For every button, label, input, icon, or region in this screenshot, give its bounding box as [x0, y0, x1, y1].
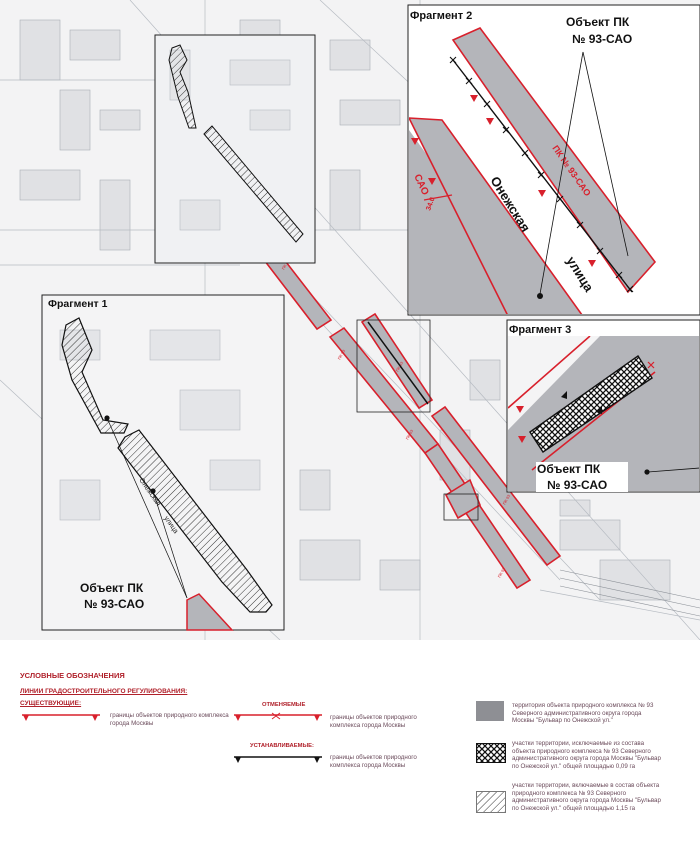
legend-cancelled-desc: границы объектов природного комплекса го…	[330, 714, 417, 729]
legend-established-label: УСТАНАВЛИВАЕМЫЕ:	[250, 743, 314, 749]
legend-grey-desc: территория объекта природного комплекса …	[512, 702, 654, 725]
legend-cancelled-label: ОТМЕНЯЕМЫЕ	[262, 702, 306, 708]
legend-title: УСЛОВНЫЕ ОБОЗНАЧЕНИЯ	[20, 671, 125, 680]
legend-subtitle: ЛИНИИ ГРАДОСТРОИТЕЛЬНОГО РЕГУЛИРОВАНИЯ:	[20, 688, 188, 695]
established-boundary-swatch	[234, 756, 322, 763]
fragment-2-inset: 34.0 САО ПК № 93-САО Онежская улица Фраг…	[407, 4, 700, 316]
svg-text:ПК 93: ПК 93	[497, 566, 507, 578]
legend-established-desc: границы объектов природного комплекса го…	[330, 754, 417, 769]
fragment-2-object-label-2: № 93-САО	[572, 32, 632, 46]
fragment-1-object-label-2: № 93-САО	[84, 597, 144, 611]
fragment-3-object-label-1: Объект ПК	[537, 462, 601, 476]
svg-text:ПК 93: ПК 93	[337, 348, 347, 360]
fragment-1-title: Фрагмент 1	[48, 298, 108, 310]
svg-text:ПК 93: ПК 93	[405, 428, 415, 440]
legend-existing-label: СУЩЕСТВУЮЩИЕ:	[20, 700, 82, 707]
inset-top-left	[154, 34, 316, 264]
existing-boundary-swatch	[22, 714, 100, 721]
fragment-3-object-label-2: № 93-САО	[547, 478, 607, 492]
legend-included-desc: участки территории, включаемые в состав …	[512, 782, 661, 812]
park-territory-swatch	[476, 701, 504, 721]
legend-existing-desc: границы объектов природного комплекса го…	[110, 712, 229, 727]
fragment-1-object-label-1: Объект ПК	[80, 581, 144, 595]
excluded-area-swatch	[476, 743, 506, 763]
included-area-swatch	[476, 791, 506, 813]
fragment-1-inset: Онежская улица Фрагмент 1 Объект ПК № 93…	[41, 294, 285, 631]
svg-text:ПК 93: ПК 93	[502, 493, 512, 505]
fragment-3-title: Фрагмент 3	[509, 324, 571, 336]
fragment-2-object-label-1: Объект ПК	[566, 15, 630, 29]
fragment-2-title: Фрагмент 2	[410, 10, 472, 22]
legend-excluded-desc: участки территории, исключаемые из соста…	[512, 740, 661, 770]
cancelled-boundary-swatch	[234, 712, 322, 721]
svg-text:ПК 93: ПК 93	[281, 258, 291, 270]
fragment-2-dimension: 34.0	[425, 196, 436, 211]
legend: УСЛОВНЫЕ ОБОЗНАЧЕНИЯ ЛИНИИ ГРАДОСТРОИТЕЛ…	[0, 645, 700, 844]
fragment-3-inset: Фрагмент 3 Объект ПК № 93-САО	[506, 319, 700, 493]
